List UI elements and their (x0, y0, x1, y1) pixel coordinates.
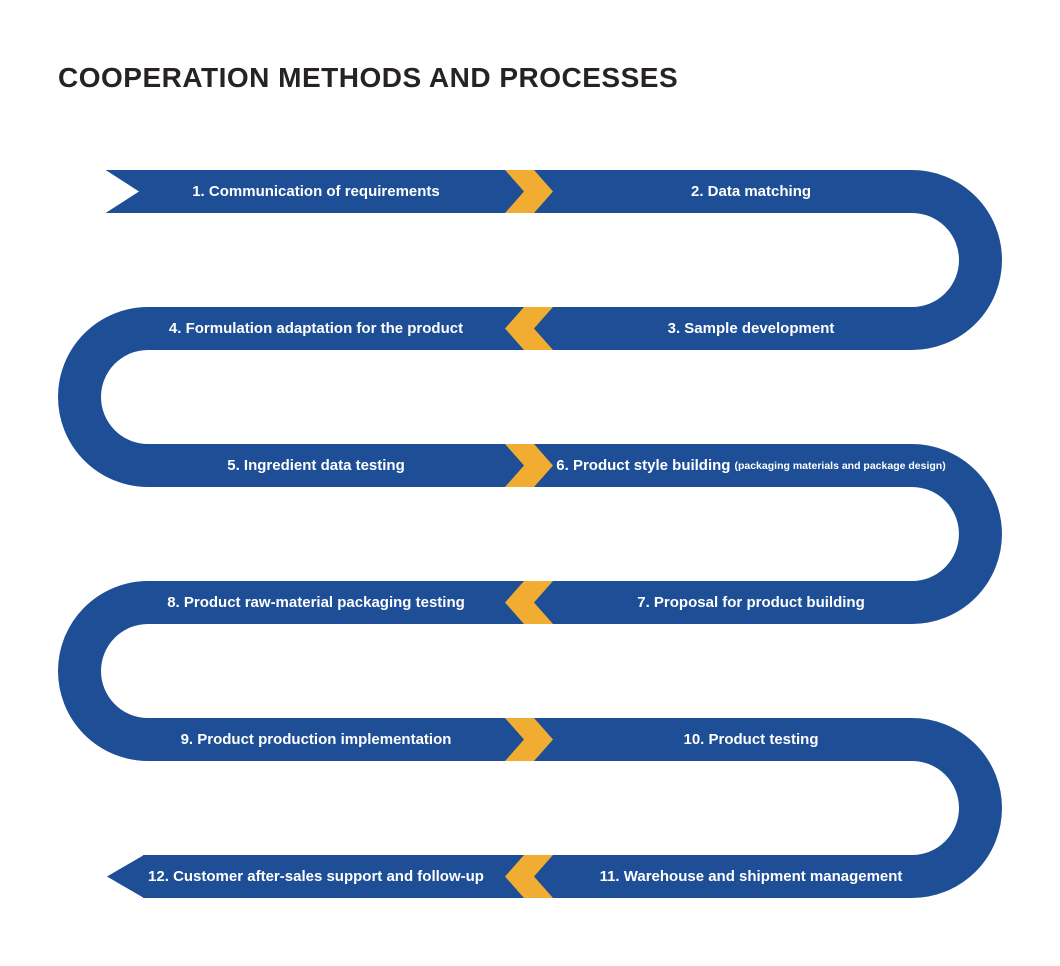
step-4-label: 4. Formulation adaptation for the produc… (168, 320, 464, 337)
step-5-label: 5. Ingredient data testing (227, 457, 405, 474)
page-title: COOPERATION METHODS AND PROCESSES (58, 62, 679, 93)
step-6-note: (packaging materials and package design) (734, 459, 946, 472)
chevron-right-icon (505, 170, 553, 213)
chevron-right-icon (505, 718, 553, 761)
chevron-left-icon (505, 855, 553, 898)
step-2-label: 2. Data matching (690, 183, 812, 200)
step-8-label: 8. Product raw-material packaging testin… (167, 594, 465, 611)
chevron-right-icon (505, 444, 553, 487)
step-1-label: 1. Communication of requirements (192, 183, 440, 200)
ribbon-end-arrowhead-icon (107, 855, 144, 898)
step-10-label: 10. Product testing (683, 731, 819, 748)
step-9-label: 9. Product production implementation (180, 731, 452, 748)
step-6-label: 6. Product style building (packaging mat… (556, 457, 946, 474)
ribbon-start-notch (104, 169, 139, 214)
step-7-label: 7. Proposal for product building (637, 594, 865, 611)
step-11-label: 11. Warehouse and shipment management (599, 868, 903, 885)
step-3-label: 3. Sample development (667, 320, 835, 337)
step-12-label: 12. Customer after-sales support and fol… (148, 868, 484, 885)
flow-ribbon-path (58, 170, 1002, 898)
chevron-left-icon (505, 307, 553, 350)
chevron-left-icon (505, 581, 553, 624)
